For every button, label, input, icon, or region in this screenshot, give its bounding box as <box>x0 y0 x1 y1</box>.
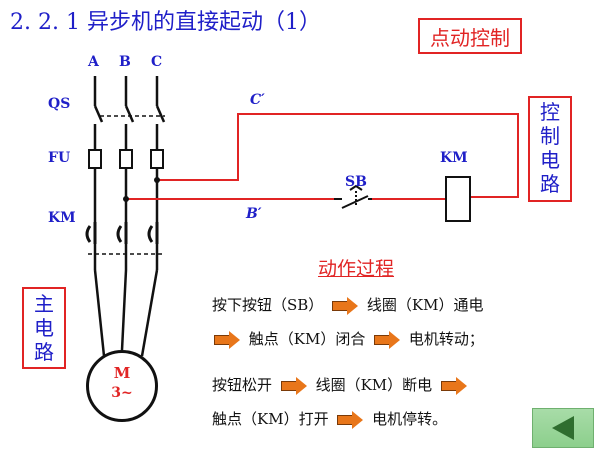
main-circuit-char: 电 <box>34 316 54 340</box>
release-step-3: 触点（KM）打开 <box>212 410 329 428</box>
phase-label-c: C <box>151 54 163 70</box>
back-triangle-icon[interactable] <box>552 416 574 440</box>
km-label: KM <box>48 210 76 226</box>
release-step-4: 电机停转。 <box>372 410 448 428</box>
motor-name: M <box>113 364 131 382</box>
process-line-2: 触点（KM）闭合 电机转动； <box>210 328 484 349</box>
qs-label: QS <box>48 96 71 112</box>
km-main-contacts <box>85 222 159 244</box>
page-title: 2. 2. 1 异步机的直接起动（1） <box>10 10 321 35</box>
release-step-2: 线圈（KM）断电 <box>315 376 433 394</box>
release-step-1: 按钮松开 <box>212 376 273 394</box>
motor-rating: 3~ <box>111 385 133 401</box>
press-step-3: 触点（KM）闭合 <box>248 330 366 348</box>
process-line-1: 按下按钮（SB） 线圈（KM）通电 <box>212 294 483 315</box>
main-circuit-label: 主 电 路 <box>22 287 66 369</box>
process-line-3: 按钮松开 线圈（KM）断电 <box>212 374 471 395</box>
control-circuit-char: 控 <box>540 100 560 124</box>
right-arrow-icon <box>280 377 307 395</box>
fu-label: FU <box>48 150 71 166</box>
motor-symbol <box>86 350 158 422</box>
right-arrow-icon <box>374 331 401 349</box>
process-title: 动作过程 <box>318 258 395 280</box>
right-arrow-icon <box>214 331 240 349</box>
junction-b <box>123 196 129 202</box>
fuse-symbols <box>88 149 164 169</box>
sb-button-symbol <box>334 184 372 209</box>
phase-label-a: A <box>88 54 99 70</box>
control-circuit-char: 电 <box>540 148 560 172</box>
right-arrow-icon <box>337 411 364 429</box>
phase-label-b: B <box>119 54 131 70</box>
control-wiring <box>126 113 519 200</box>
phase-lines <box>93 76 166 357</box>
main-circuit-char: 主 <box>34 292 54 316</box>
c-prime-label: C′ <box>250 92 265 108</box>
control-circuit-char: 制 <box>540 124 560 148</box>
control-circuit-label: 控 制 电 路 <box>528 96 572 202</box>
right-arrow-icon <box>332 297 359 315</box>
press-step-2: 线圈（KM）通电 <box>366 296 484 314</box>
main-circuit-char: 路 <box>34 340 54 364</box>
press-step-4: 电机转动； <box>408 330 484 348</box>
press-step-1: 按下按钮（SB） <box>212 296 324 314</box>
km-coil-label: KM <box>440 150 468 166</box>
jog-control-badge: 点动控制 <box>418 18 522 54</box>
km-coil-symbol <box>445 176 471 222</box>
process-line-4: 触点（KM）打开 电机停转。 <box>212 408 447 429</box>
control-circuit-char: 路 <box>540 172 560 196</box>
sb-label: SB <box>345 174 367 190</box>
junction-c <box>154 177 160 183</box>
b-prime-label: B′ <box>246 206 262 222</box>
right-arrow-icon <box>440 377 467 395</box>
